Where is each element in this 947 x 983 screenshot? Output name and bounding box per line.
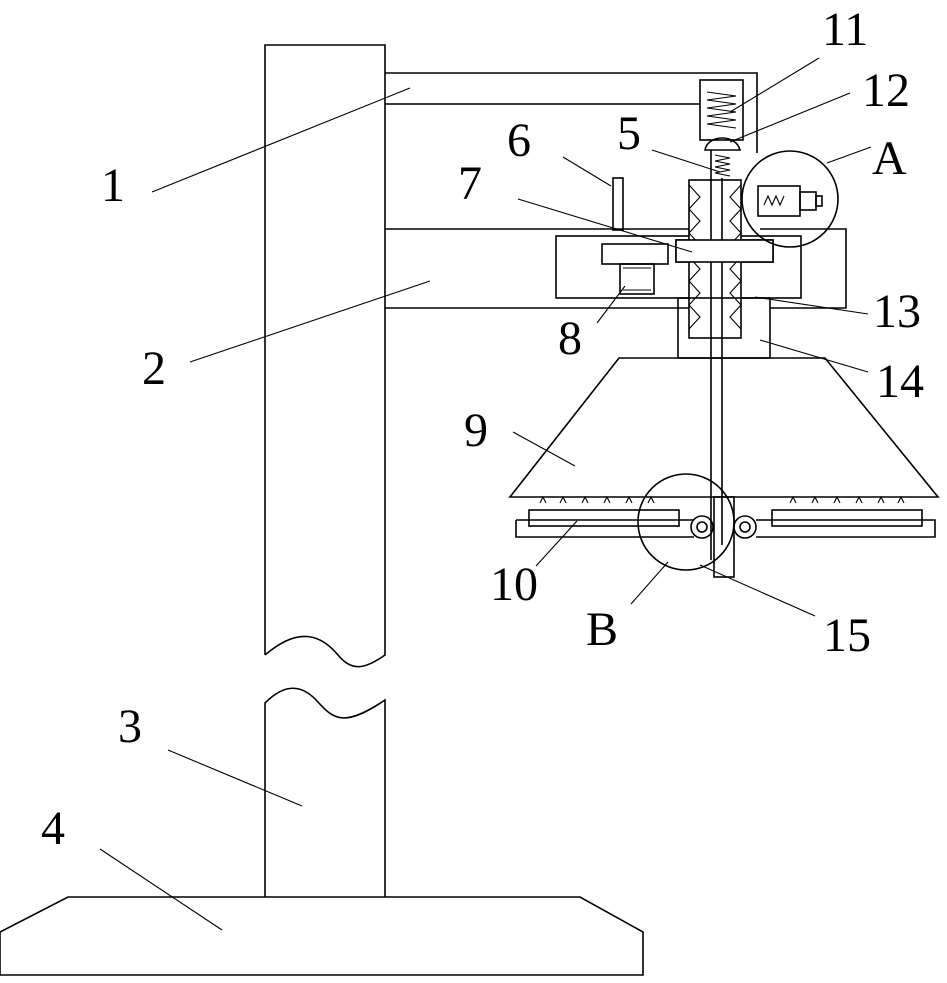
base-plate (0, 897, 643, 975)
brush-plate-left (529, 510, 679, 526)
hood-9 (510, 358, 938, 497)
latch-tip (816, 196, 822, 206)
column-upper (265, 45, 385, 667)
detail-circle-a (742, 151, 838, 247)
latch-spring (764, 196, 784, 205)
label-13: 13 (873, 285, 921, 338)
detail-circle-b (638, 474, 734, 570)
top-arm (385, 73, 757, 153)
column-lower (265, 688, 385, 897)
label-1: 1 (101, 159, 125, 212)
motor-block (602, 244, 668, 264)
right-gear-hub (740, 522, 750, 532)
label-11: 11 (822, 3, 868, 56)
latch-body (758, 186, 800, 216)
label-7: 7 (458, 157, 482, 210)
latch-pin (800, 192, 816, 210)
label-8: 8 (558, 312, 582, 365)
cleaning-rail-10 (516, 520, 935, 537)
label-3: 3 (118, 700, 142, 753)
label-9: 9 (464, 404, 488, 457)
stop-plate-6 (613, 178, 623, 230)
label-a: A (872, 132, 907, 185)
leader-lines (100, 58, 871, 930)
right-gear (734, 516, 756, 538)
left-gear-hub (697, 522, 707, 532)
label-12: 12 (862, 64, 910, 117)
label-b: B (586, 603, 618, 656)
middle-arm (385, 229, 846, 308)
label-15: 15 (823, 609, 871, 662)
left-gear (691, 516, 713, 538)
label-5: 5 (617, 107, 641, 160)
label-4: 4 (41, 802, 65, 855)
label-10: 10 (490, 558, 538, 611)
label-14: 14 (876, 355, 924, 408)
label-2: 2 (142, 342, 166, 395)
brush-plate-right (772, 510, 922, 526)
label-6: 6 (507, 114, 531, 167)
small-spring-5 (715, 155, 730, 176)
motor-shaft-lines (623, 268, 651, 290)
spring-coil-11 (707, 92, 736, 128)
